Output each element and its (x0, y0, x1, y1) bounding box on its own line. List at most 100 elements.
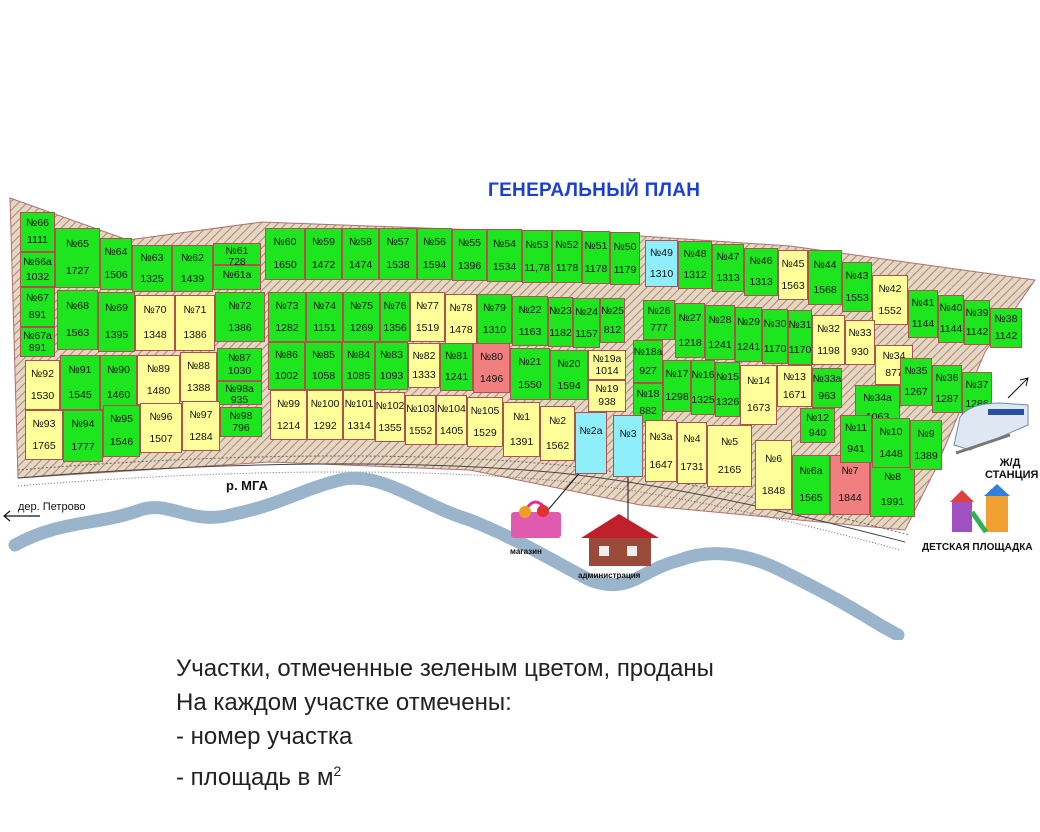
plot-public[interactable]: №2а (575, 412, 607, 474)
plot-sold[interactable]: №61а (213, 265, 261, 290)
plot-public[interactable]: №3 (613, 415, 643, 477)
